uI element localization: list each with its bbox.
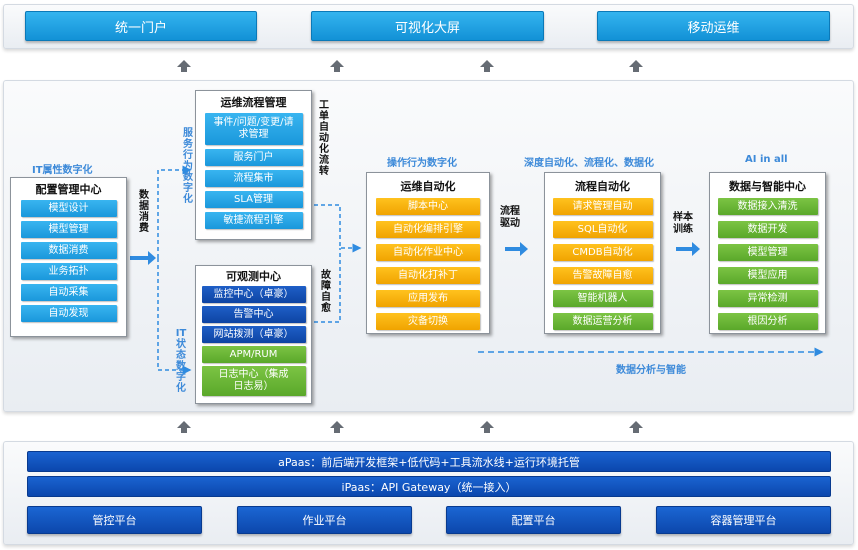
label-deep-auto: 深度自动化、流程化、数据化 [524, 158, 654, 169]
process-auto-item[interactable]: 告警故障自愈 [552, 267, 653, 284]
ops-process-item[interactable]: SLA管理 [204, 191, 303, 208]
cmdb-item[interactable]: 业务拓扑 [20, 263, 117, 280]
label-it-attr: IT属性数字化 [32, 165, 93, 176]
portal-button[interactable]: 统一门户 [25, 11, 257, 41]
ops-process-title: 运维流程管理 [220, 96, 287, 109]
label-flow-drive: 流程驱动 [500, 206, 520, 229]
label-data-analysis: 数据分析与智能 [616, 365, 686, 376]
cmdb-title: 配置管理中心 [35, 183, 102, 196]
ops-auto-item[interactable]: 自动化打补丁 [376, 267, 480, 284]
arrow-up-icon [629, 60, 643, 72]
observability-title: 可观测中心 [226, 270, 281, 283]
platform-control-button[interactable]: 管控平台 [27, 506, 202, 534]
vlabel-ticket-auto: 工单自动化流转 [319, 100, 329, 177]
apaas-bar[interactable]: aPaas：前后端开发框架+低代码+工具流水线+运行环境托管 [27, 451, 831, 472]
data-ai-item[interactable]: 模型管理 [717, 244, 818, 261]
data-ai-title: 数据与智能中心 [729, 180, 806, 193]
ops-process-item[interactable]: 服务门户 [204, 149, 303, 166]
observability-item[interactable]: 网站拨测（卓豪） [201, 326, 306, 343]
big-screen-button[interactable]: 可视化大屏 [311, 11, 544, 41]
ops-auto-item[interactable]: 自动化编排引擎 [376, 221, 480, 238]
process-auto-title: 流程自动化 [575, 180, 630, 193]
vlabel-it-state: IT状态数字化 [175, 328, 187, 394]
cmdb-card: 配置管理中心 模型设计 模型管理 数据消费 业务拓扑 自动采集 自动发现 [10, 177, 127, 337]
label-ai: AI in all [745, 154, 788, 165]
data-ai-item[interactable]: 模型应用 [717, 267, 818, 284]
ops-auto-card: 运维自动化 脚本中心 自动化编排引擎 自动化作业中心 自动化打补丁 应用发布 灾… [366, 172, 490, 334]
cmdb-item[interactable]: 自动采集 [20, 284, 117, 301]
observability-item[interactable]: 监控中心（卓豪） [201, 286, 306, 303]
ops-auto-item[interactable]: 自动化作业中心 [376, 244, 480, 261]
cmdb-item[interactable]: 自动发现 [20, 305, 117, 322]
ops-auto-title: 运维自动化 [400, 180, 456, 193]
observability-item[interactable]: 日志中心（集成日志易） [201, 366, 306, 396]
process-auto-item[interactable]: SQL自动化 [552, 221, 653, 238]
platform-container-button[interactable]: 容器管理平台 [656, 506, 831, 534]
label-op-behavior: 操作行为数字化 [387, 158, 457, 169]
ops-auto-item[interactable]: 灾备切换 [376, 313, 480, 330]
arrow-up-icon [177, 421, 191, 433]
ops-auto-item[interactable]: 应用发布 [376, 290, 480, 307]
arrow-up-icon [330, 60, 344, 72]
ipaas-bar[interactable]: iPaas：API Gateway（统一接入） [27, 476, 831, 497]
observability-item[interactable]: 告警中心 [201, 306, 306, 323]
data-ai-item[interactable]: 根因分析 [717, 313, 818, 330]
arrow-up-icon [629, 421, 643, 433]
cmdb-item[interactable]: 模型管理 [20, 221, 117, 238]
platform-job-button[interactable]: 作业平台 [237, 506, 412, 534]
vlabel-fault-self: 故障自愈 [321, 270, 331, 314]
process-auto-item[interactable]: CMDB自动化 [552, 244, 653, 261]
process-auto-card: 流程自动化 请求管理自动 SQL自动化 CMDB自动化 告警故障自愈 智能机器人… [544, 172, 661, 334]
label-sample-train: 样本训练 [673, 212, 693, 235]
arrow-up-icon [480, 60, 494, 72]
data-ai-item[interactable]: 数据开发 [717, 221, 818, 238]
arrow-up-icon [177, 60, 191, 72]
data-ai-item[interactable]: 异常检测 [717, 290, 818, 307]
process-auto-item[interactable]: 请求管理自动 [552, 198, 653, 215]
data-ai-card: 数据与智能中心 数据接入清洗 数据开发 模型管理 模型应用 异常检测 根因分析 [709, 172, 826, 334]
ops-process-card: 运维流程管理 事件/问题/变更/请求管理 服务门户 流程集市 SLA管理 敏捷流… [195, 90, 312, 240]
ops-auto-item[interactable]: 脚本中心 [376, 198, 480, 215]
observability-card: 可观测中心 监控中心（卓豪） 告警中心 网站拨测（卓豪） APM/RUM 日志中… [195, 265, 312, 404]
data-ai-item[interactable]: 数据接入清洗 [717, 198, 818, 215]
ops-process-item[interactable]: 敏捷流程引擎 [204, 212, 303, 229]
cmdb-item[interactable]: 数据消费 [20, 242, 117, 259]
ops-process-item[interactable]: 流程集市 [204, 170, 303, 187]
vlabel-data-consume: 数据消费 [139, 190, 149, 234]
cmdb-item[interactable]: 模型设计 [20, 200, 117, 217]
process-auto-item[interactable]: 智能机器人 [552, 290, 653, 307]
arrow-up-icon [480, 421, 494, 433]
platform-config-button[interactable]: 配置平台 [446, 506, 621, 534]
mobile-ops-button[interactable]: 移动运维 [597, 11, 830, 41]
arrow-up-icon [330, 421, 344, 433]
ops-process-item[interactable]: 事件/问题/变更/请求管理 [204, 113, 303, 145]
process-auto-item[interactable]: 数据运营分析 [552, 313, 653, 330]
observability-item[interactable]: APM/RUM [201, 346, 306, 363]
